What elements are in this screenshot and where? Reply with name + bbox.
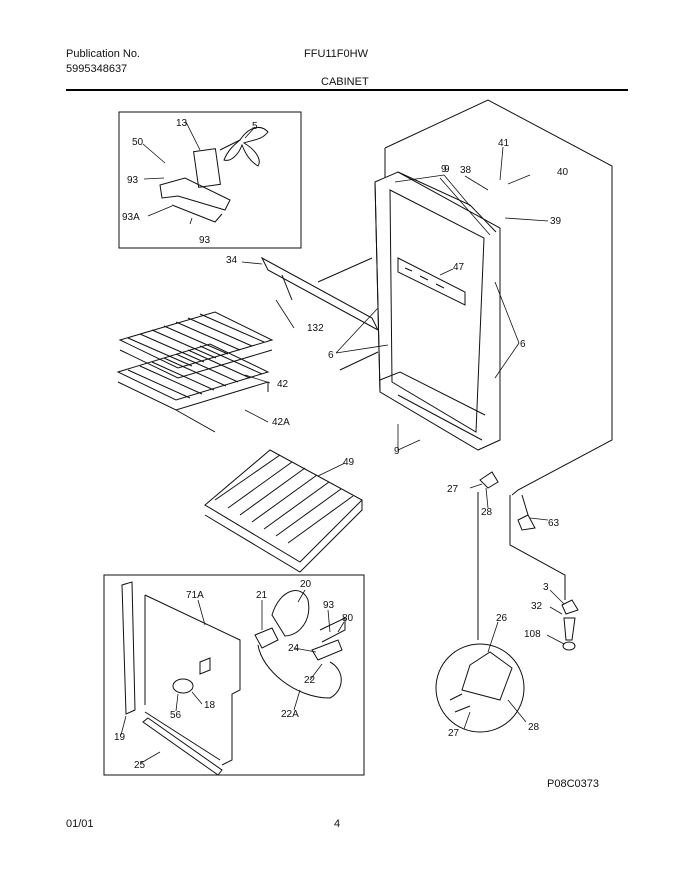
callout-49: 49 xyxy=(343,457,355,468)
footer-date: 01/01 xyxy=(66,818,94,830)
callout-9-c: 9 xyxy=(394,446,400,457)
callout-28-b: 28 xyxy=(528,722,540,733)
callout-19: 19 xyxy=(114,732,126,743)
callout-9-a: 9 xyxy=(441,164,447,175)
callout-108: 108 xyxy=(524,629,541,640)
callout-80: 80 xyxy=(342,613,354,624)
callout-3: 3 xyxy=(543,582,549,593)
callout-71A: 71A xyxy=(186,590,204,601)
callout-47: 47 xyxy=(453,262,465,273)
callout-40: 40 xyxy=(557,167,569,178)
callout-28-a: 28 xyxy=(481,507,493,518)
page-number: 4 xyxy=(334,818,341,830)
callout-93-b: 93 xyxy=(199,235,211,246)
callout-32: 32 xyxy=(531,601,543,612)
callout-21: 21 xyxy=(256,590,268,601)
callout-56: 56 xyxy=(170,710,182,721)
callout-6-b: 6 xyxy=(520,339,526,350)
callout-34: 34 xyxy=(226,255,238,266)
cabinet-outline xyxy=(384,99,613,496)
callout-63: 63 xyxy=(548,518,560,529)
callout-93A: 93A xyxy=(122,212,140,223)
callout-20: 20 xyxy=(300,579,312,590)
callout-13: 13 xyxy=(176,118,188,129)
figure-code: P08C0373 xyxy=(547,778,599,790)
callout-41: 41 xyxy=(498,138,510,149)
callout-27-b: 27 xyxy=(448,728,460,739)
callout-9-b: 9 xyxy=(444,164,450,175)
inset-box-bottom xyxy=(103,574,365,776)
callout-50: 50 xyxy=(132,137,144,148)
callout-22: 22 xyxy=(304,675,316,686)
callout-38: 38 xyxy=(460,165,472,176)
callout-93-a: 93 xyxy=(127,175,139,186)
callout-5: 5 xyxy=(252,121,258,132)
callout-93-c: 93 xyxy=(323,600,335,611)
callout-132: 132 xyxy=(307,323,324,334)
callout-42: 42 xyxy=(277,379,289,390)
callout-42A: 42A xyxy=(272,417,290,428)
detail-circle xyxy=(435,643,525,733)
callout-6-a: 6 xyxy=(328,350,334,361)
callout-24: 24 xyxy=(288,643,300,654)
inset-box-fan xyxy=(118,111,302,249)
publication-number: 5995348637 xyxy=(66,63,128,75)
callout-27-a: 27 xyxy=(447,484,459,495)
model-number: FFU11F0HW xyxy=(304,48,368,60)
callout-22A: 22A xyxy=(281,709,299,720)
callout-25: 25 xyxy=(134,760,146,771)
callout-18: 18 xyxy=(204,700,216,711)
publication-label: Publication No. xyxy=(66,48,140,60)
header-rule xyxy=(66,89,628,91)
callout-26: 26 xyxy=(496,613,508,624)
callout-39: 39 xyxy=(550,216,562,227)
section-title: CABINET xyxy=(321,76,369,88)
